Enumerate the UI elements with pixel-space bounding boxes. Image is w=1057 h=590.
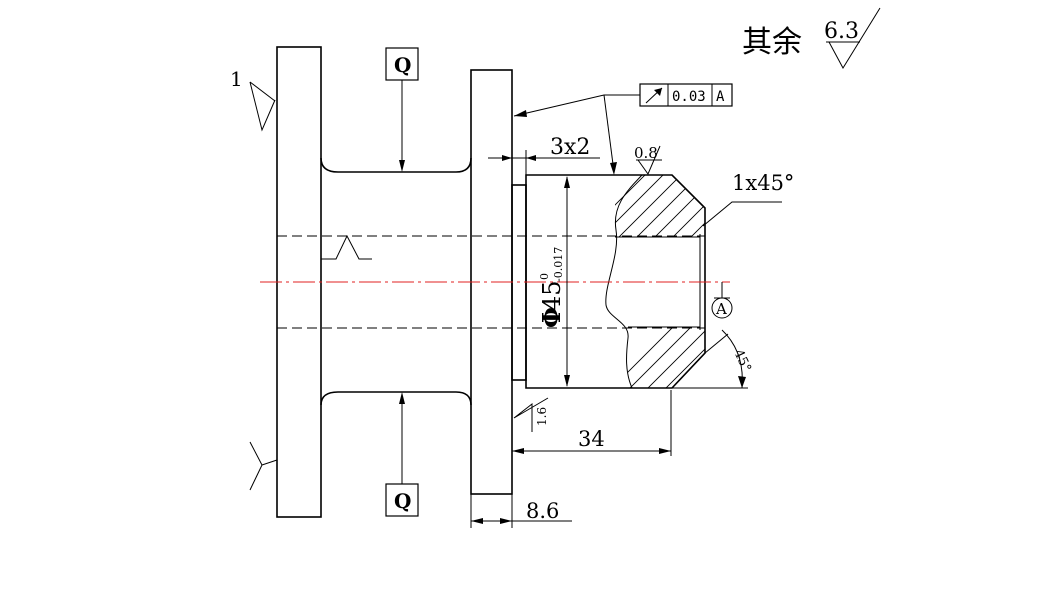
arrowhead (564, 375, 570, 387)
diameter-value: 45 (538, 280, 566, 311)
tolerance-datum: A (716, 89, 725, 105)
datum-label: A (715, 300, 727, 318)
roughness-symbol-icon (513, 397, 549, 432)
arrowhead (659, 448, 671, 454)
arrowhead (564, 176, 570, 188)
arrowhead (610, 162, 617, 175)
groove-dimension: 3x2 (550, 135, 590, 160)
arrowhead (514, 110, 527, 117)
roughness-symbol-icon (826, 7, 881, 70)
section-hatch-bottom (628, 327, 705, 388)
arrowhead (399, 160, 405, 172)
diameter-symbol: Φ (537, 307, 566, 328)
tolerance-value: 0.03 (672, 89, 706, 105)
arrowhead (399, 392, 405, 404)
arrowhead (738, 376, 746, 388)
angle-label: 45° (730, 347, 753, 374)
tolerance-leader (513, 94, 640, 117)
arrowhead (502, 155, 512, 161)
angle-extension-2 (704, 333, 729, 354)
tolerance-leader-2 (603, 94, 615, 173)
arrowhead (471, 518, 483, 524)
roughness-symbol-icon (321, 234, 372, 260)
chamfer-dimension: 1x45° (732, 171, 794, 195)
datum-circle (711, 297, 733, 319)
shaft-outline-bottom (320, 391, 472, 406)
circular-runout-icon (645, 87, 663, 104)
diameter-upper-tol: 0 (538, 273, 551, 280)
section-marker-top-label: Q (394, 53, 411, 77)
diameter-lower-tol: -0.017 (552, 247, 565, 282)
shaft-outline-top (320, 157, 472, 173)
roughness-bottom-value: 1.6 (535, 407, 549, 426)
angle-label-wrap: 45° (730, 347, 753, 374)
part-number-leader (249, 81, 276, 102)
part-number: 1 (230, 67, 243, 91)
length-dimension: 34 (578, 427, 605, 451)
break-line (605, 174, 643, 389)
roughness-symbol-icon (249, 81, 276, 132)
arrowhead (512, 448, 524, 454)
remaining-roughness-value: 6.3 (824, 19, 859, 44)
roughness-symbol-icon (636, 145, 662, 176)
roughness-symbol-icon (249, 441, 278, 491)
arrowhead (526, 155, 536, 161)
roughness-bottom-wrap: 1.6 (535, 407, 549, 426)
section-marker-bottom-label: Q (394, 489, 411, 513)
chamfer-leader (702, 201, 782, 227)
flange-width-dimension: 8.6 (526, 499, 559, 523)
diameter-label: Φ 45 0 -0.017 (537, 247, 566, 328)
roughness-top-value: 0.8 (634, 144, 658, 162)
arrowhead (500, 518, 512, 524)
remaining-roughness-label: 其余 (742, 25, 802, 60)
